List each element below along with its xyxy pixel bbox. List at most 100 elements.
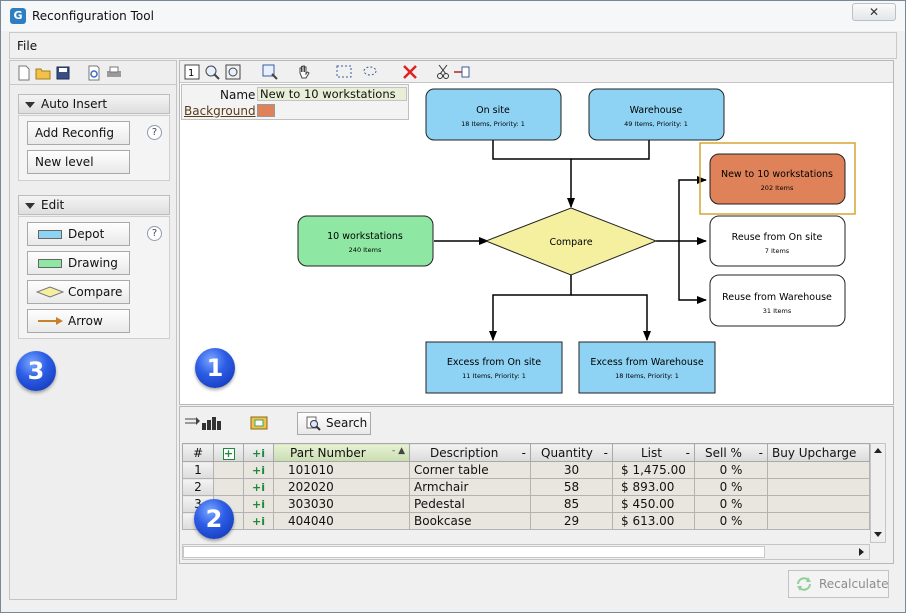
compare-button[interactable]: Compare xyxy=(27,280,130,304)
list-price-cell[interactable]: $ 893.00 xyxy=(612,478,695,496)
print-preview-icon[interactable] xyxy=(86,65,102,81)
info-icon[interactable]: +i xyxy=(252,481,265,494)
edit-header[interactable]: Edit xyxy=(18,195,170,215)
node-warehouse[interactable]: Warehouse 49 Items, Priority: 1 xyxy=(588,88,725,141)
print-icon[interactable] xyxy=(106,65,122,81)
column-header-add[interactable]: + xyxy=(213,443,244,462)
buy-upcharge-cell[interactable] xyxy=(767,478,870,496)
select-rectangle-icon[interactable] xyxy=(336,64,352,80)
info-icon[interactable]: +i xyxy=(252,498,265,511)
node-10-workstations[interactable]: 10 workstations 240 Items xyxy=(297,215,434,267)
info-icon[interactable]: +i xyxy=(252,515,265,528)
quantity-cell[interactable]: 58 xyxy=(530,478,613,496)
menu-file[interactable]: File xyxy=(17,39,38,53)
node-excess-from-warehouse[interactable]: Excess from Warehouse 18 Items, Priority… xyxy=(578,341,716,394)
open-folder-icon[interactable] xyxy=(35,65,51,81)
column-header-sell[interactable]: Sell %- xyxy=(694,443,768,462)
node-excess-from-on-site[interactable]: Excess from On site 11 Items, Priority: … xyxy=(425,341,563,394)
buy-upcharge-cell[interactable] xyxy=(767,512,870,530)
depot-button[interactable]: Depot xyxy=(27,222,130,246)
buy-upcharge-cell[interactable] xyxy=(767,495,870,513)
column-header-description[interactable]: Description- xyxy=(409,443,531,462)
column-header-quantity[interactable]: Quantity- xyxy=(530,443,613,462)
scroll-right-arrow-icon[interactable] xyxy=(859,548,864,556)
close-button[interactable]: ✕ xyxy=(852,3,896,21)
column-header-list[interactable]: List- xyxy=(612,443,695,462)
new-file-icon[interactable] xyxy=(16,65,32,81)
column-chooser-icon[interactable] xyxy=(184,414,222,430)
zoom-fit-icon[interactable] xyxy=(225,64,241,80)
callout-badge-2: 2 xyxy=(194,499,234,539)
buy-upcharge-cell[interactable] xyxy=(767,461,870,479)
quantity-cell[interactable]: 29 xyxy=(530,512,613,530)
column-header-part-number[interactable]: Part Number- ▲ xyxy=(273,443,410,462)
export-folder-icon[interactable] xyxy=(250,414,268,430)
list-price-cell[interactable]: $ 450.00 xyxy=(612,495,695,513)
zoom-window-icon[interactable] xyxy=(262,64,278,80)
list-price-cell[interactable]: $ 613.00 xyxy=(612,512,695,530)
auto-insert-header[interactable]: Auto Insert xyxy=(18,94,170,114)
info-cell[interactable]: +i xyxy=(243,512,274,530)
name-field[interactable]: New to 10 workstations xyxy=(257,87,407,101)
pan-hand-icon[interactable] xyxy=(296,64,312,80)
cut-icon[interactable] xyxy=(436,64,452,80)
scroll-down-arrow-icon[interactable] xyxy=(874,532,882,537)
node-reuse-from-warehouse[interactable]: Reuse from Warehouse 31 Items xyxy=(709,274,846,327)
arrow-button[interactable]: Arrow xyxy=(27,309,130,333)
sell-percent-cell[interactable]: 0 % xyxy=(694,478,768,496)
paste-icon[interactable] xyxy=(454,64,470,80)
zoom-in-icon[interactable] xyxy=(204,64,220,80)
add-cell[interactable] xyxy=(213,461,244,479)
row-number-cell[interactable]: 2 xyxy=(182,478,214,496)
add-reconfig-button[interactable]: Add Reconfig xyxy=(27,121,130,145)
info-cell[interactable]: +i xyxy=(243,461,274,479)
delete-icon[interactable] xyxy=(402,64,418,80)
horizontal-scroll-thumb[interactable] xyxy=(183,546,765,558)
part-number-cell[interactable]: 404040 xyxy=(273,512,410,530)
scroll-up-arrow-icon[interactable] xyxy=(874,448,882,453)
part-number-cell[interactable]: 101010 xyxy=(273,461,410,479)
sell-percent-cell[interactable]: 0 % xyxy=(694,461,768,479)
diagram-canvas[interactable]: On site 18 Items, Priority: 1 Warehouse … xyxy=(179,60,894,405)
vertical-scrollbar[interactable] xyxy=(870,443,886,543)
description-cell[interactable]: Corner table xyxy=(409,461,531,479)
part-number-cell[interactable]: 202020 xyxy=(273,478,410,496)
quantity-cell[interactable]: 85 xyxy=(530,495,613,513)
row-number-cell[interactable]: 1 xyxy=(182,461,214,479)
list-price-cell[interactable]: $ 1,475.00 xyxy=(612,461,695,479)
zoom-actual-icon[interactable]: 1 xyxy=(184,64,200,80)
background-color-swatch[interactable] xyxy=(257,104,275,117)
description-cell[interactable]: Bookcase xyxy=(409,512,531,530)
node-new-to-10-workstations[interactable]: New to 10 workstations 202 Items xyxy=(699,142,856,215)
info-cell[interactable]: +i xyxy=(243,495,274,513)
quantity-cell[interactable]: 30 xyxy=(530,461,613,479)
part-number-cell[interactable]: 303030 xyxy=(273,495,410,513)
node-on-site[interactable]: On site 18 Items, Priority: 1 xyxy=(425,88,562,141)
column-header-info[interactable]: +i xyxy=(243,443,274,462)
lasso-select-icon[interactable] xyxy=(362,64,378,80)
save-icon[interactable] xyxy=(55,65,71,81)
node-reuse-from-on-site[interactable]: Reuse from On site 7 Items xyxy=(709,215,846,267)
search-button[interactable]: Search xyxy=(297,412,371,435)
column-header-num[interactable]: # xyxy=(182,443,214,462)
description-cell[interactable]: Armchair xyxy=(409,478,531,496)
help-icon[interactable]: ? xyxy=(147,125,162,140)
horizontal-scrollbar[interactable] xyxy=(182,544,870,560)
info-cell[interactable]: +i xyxy=(243,478,274,496)
column-header-buy-upcharge[interactable]: Buy Upcharge xyxy=(767,443,870,462)
help-icon[interactable]: ? xyxy=(147,226,162,241)
recalculate-button[interactable]: Recalculate xyxy=(788,570,889,598)
background-label[interactable]: Background xyxy=(184,104,256,118)
node-compare[interactable]: Compare xyxy=(484,207,658,276)
sell-percent-cell[interactable]: 0 % xyxy=(694,495,768,513)
sell-percent-cell[interactable]: 0 % xyxy=(694,512,768,530)
drawing-button[interactable]: Drawing xyxy=(27,251,130,275)
info-icon[interactable]: +i xyxy=(252,464,265,477)
new-level-button[interactable]: New level xyxy=(27,150,130,174)
description-cell[interactable]: Pedestal xyxy=(409,495,531,513)
add-cell[interactable] xyxy=(213,478,244,496)
